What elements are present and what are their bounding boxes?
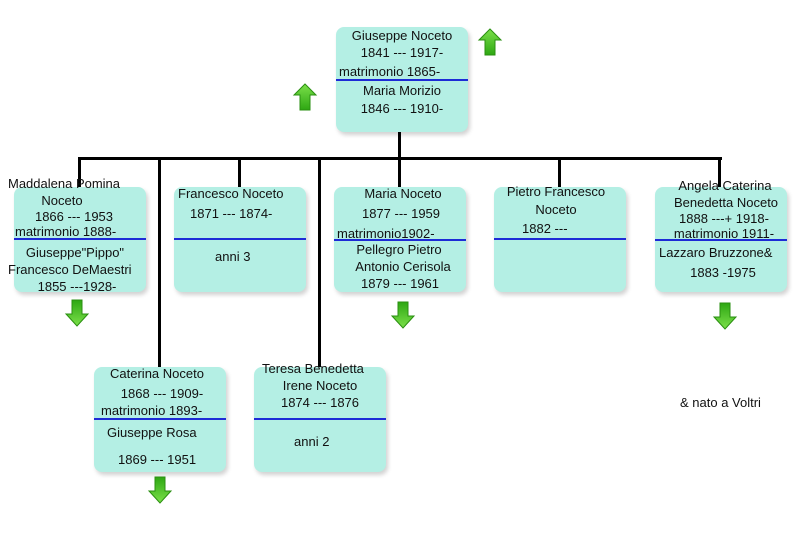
maddalena-separator [14,238,146,240]
arrow-down-icon[interactable] [64,299,90,327]
maria-spouse-line1: Pellegro Pietro [356,242,442,257]
root-dates: 1841 --- 1917- [360,45,444,60]
caterina-spouse-dates: 1869 --- 1951 [118,452,197,467]
arrow-up-icon[interactable] [292,83,318,111]
pietro-name-line2: Noceto [535,202,577,217]
pietro-name-line1: Pietro Francesco [506,184,606,199]
francesco-dates: 1871 --- 1874- [190,206,273,221]
francesco-separator [174,238,306,240]
caterina-separator [94,418,226,420]
maddalena-name-line1: Maddalena Pomina [8,176,121,191]
maria-name: Maria Noceto [364,186,442,201]
maria-marriage: matrimonio1902- [337,226,435,241]
drop-caterina [158,157,161,368]
caterina-spouse: Giuseppe Rosa [107,425,197,440]
maria-dates: 1877 --- 1959 [361,206,441,221]
angela-separator [655,239,787,241]
maddalena-marriage: matrimonio 1888- [15,224,117,239]
drop-maria [398,157,401,187]
teresa-dates: 1874 --- 1876 [280,395,360,410]
root-separator [336,79,468,81]
maddalena-dates: 1866 --- 1953 [34,209,114,224]
arrow-up-icon[interactable] [477,28,503,56]
angela-spouse: Lazzaro Bruzzone& [659,245,773,260]
drop-francesco [238,157,241,187]
root-name: Giuseppe Noceto [351,28,453,43]
maria-separator [334,239,466,241]
drop-pietro [558,157,561,187]
root-marriage: matrimonio 1865- [339,64,441,79]
angela-marriage: matrimonio 1911- [673,226,775,241]
angela-name-line2: Benedetta Noceto [673,195,779,210]
arrow-down-icon[interactable] [147,476,173,504]
maddalena-spouse-line1: Giuseppe"Pippo" [25,245,125,260]
caterina-marriage: matrimonio 1893- [101,403,203,418]
pietro-separator [494,238,626,240]
drop-maddalena [78,157,81,187]
maria-spouse-dates: 1879 --- 1961 [360,276,440,291]
arrow-down-icon[interactable] [390,301,416,329]
root-stem [398,132,401,159]
angela-dates: 1888 ---+ 1918- [679,211,769,226]
teresa-name-line1: Teresa Benedetta [262,361,364,376]
arrow-down-icon[interactable] [712,302,738,330]
drop-angela [718,157,721,187]
maddalena-spouse-line2: Francesco DeMaestri [8,262,132,277]
pietro-dates: 1882 --- [522,221,568,236]
maria-spouse-line2: Antonio Cerisola [355,259,451,274]
francesco-name: Francesco Noceto [178,186,284,201]
root-spouse-dates: 1846 --- 1910- [360,101,444,116]
angela-name-line1: Angela Caterina [678,178,772,193]
caterina-name: Caterina Noceto [110,366,204,381]
maddalena-spouse-dates: 1855 ---1928- [37,279,117,294]
caterina-dates: 1868 --- 1909- [120,386,204,401]
francesco-note: anni 3 [215,249,251,264]
drop-teresa [318,157,321,368]
root-spouse: Maria Morizio [362,83,441,98]
angela-spouse-dates: 1883 -1975 [690,265,756,280]
footnote-voltri: & nato a Voltri [680,395,761,410]
maddalena-name-line2: Noceto [41,193,83,208]
teresa-separator [254,418,386,420]
teresa-name-line2: Irene Noceto [282,378,358,393]
teresa-note: anni 2 [294,434,330,449]
